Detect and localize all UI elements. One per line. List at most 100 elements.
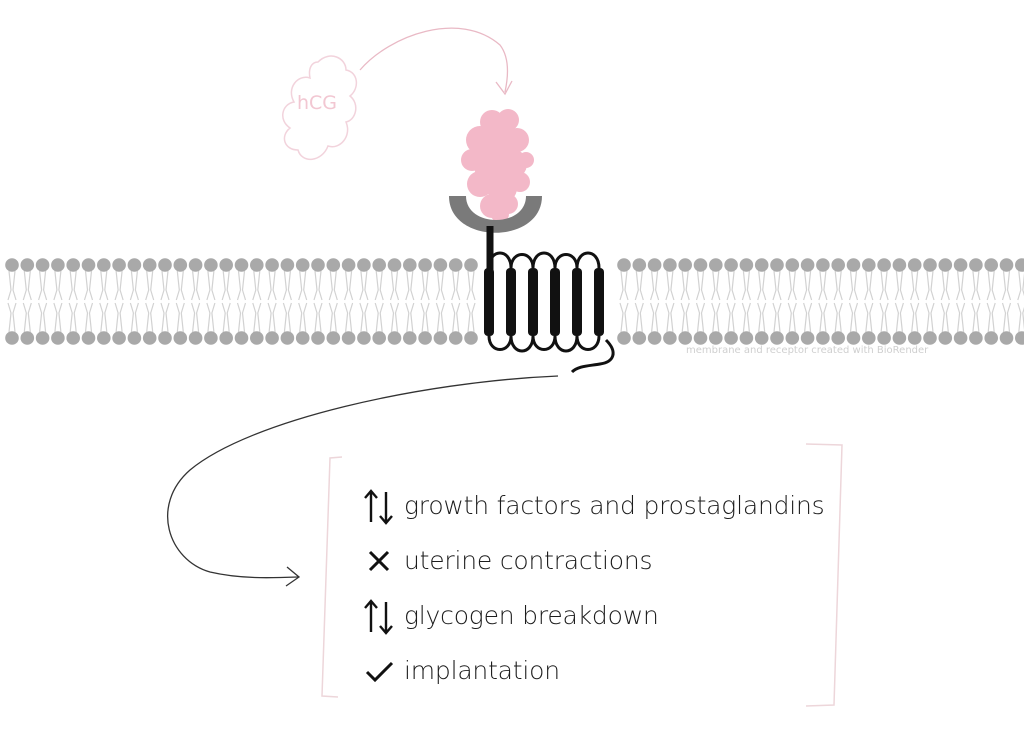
lipid-head [249,258,264,272]
lipid-head [739,331,754,345]
lipid-head [51,258,65,272]
lipid-head [5,258,19,272]
lipid-head [66,258,80,272]
lipid-head [678,331,692,345]
lipid-head [663,331,677,345]
lipid-tails [221,270,231,333]
lipid-head [938,331,953,345]
lipid-head [632,331,647,345]
lipid-head [188,258,203,272]
lipid-tails [864,270,874,333]
lipid-head [51,331,65,345]
lipid-tails [206,270,216,333]
lipid-head [693,258,708,272]
lipid-head [311,258,325,272]
lipid-tails [83,270,94,333]
lipid-tails [971,270,981,333]
transmembrane-helix [594,268,604,336]
lipid-head [770,258,784,272]
effect-row-implantation: implantation [362,643,832,698]
lipid-head [709,258,723,272]
lipid-tails [787,270,797,333]
lipid-tails [940,270,950,333]
intracellular-loop [487,335,513,351]
lipid-head [66,331,80,345]
extracellular-loop [553,253,579,269]
lipid-tails [405,270,415,333]
lipid-head [357,331,371,345]
lipid-head [816,258,830,272]
lipid-head [204,331,218,345]
lipid-head [724,258,738,272]
lipid-tails [267,270,277,333]
lipid-head [341,258,356,272]
lipid-tails [741,270,751,333]
lipid-head [785,331,800,345]
lipid-head [357,258,371,272]
lipid-tails [772,270,782,333]
lipid-head [785,258,800,272]
lipid-head [280,331,295,345]
lipid-head [877,258,891,272]
lipid-head [754,258,769,272]
effect-label: uterine contractions [404,546,653,575]
transmembrane-helices [484,251,604,353]
lipid-head [617,258,631,272]
lipid-head [295,258,310,272]
lipid-head [418,258,432,272]
intracellular-loop [509,335,535,353]
lipid-head [219,331,233,345]
lipid-tails [803,270,813,333]
lipid-head [265,331,279,345]
cross-icon [362,541,404,581]
lipid-tails [160,270,170,333]
lipid-head [188,331,203,345]
lipid-head [862,331,876,345]
lipid-tails [389,270,400,333]
lipid-head [280,258,295,272]
lipid-head [877,331,891,345]
lipid-head [372,258,387,272]
lipid-tails [1017,270,1024,333]
lipid-tails [191,270,201,333]
lipid-head [418,331,432,345]
lipid-tails [695,270,706,333]
membrane-heads [5,258,1024,345]
lipid-tails [68,270,78,333]
lipid-head [739,258,754,272]
lipid-tails [726,270,736,333]
lipid-head [97,258,111,272]
lipid-head [81,258,96,272]
lipid-head [907,331,922,345]
lipid-tails [282,270,292,333]
lipid-head [770,331,784,345]
lipid-tails [650,270,660,333]
lipid-head [158,331,172,345]
lipid-head [295,331,310,345]
lipid-head [403,331,417,345]
lipid-tails [986,270,996,333]
extracellular-loop [531,251,557,269]
transmembrane-helix [506,268,516,336]
transmembrane-helix [572,268,582,336]
lipid-tails [298,270,308,333]
lipid-tails [129,270,139,333]
lipid-head [311,331,325,345]
lipid-head [204,258,218,272]
lipid-head [663,258,677,272]
transmembrane-helix [484,268,494,336]
extracellular-loop [575,251,601,269]
lipid-head [234,258,249,272]
lipid-tails [7,270,17,333]
lipid-head [999,331,1014,345]
check-icon [362,651,404,691]
lipid-head [816,331,830,345]
lipid-head [20,331,35,345]
lipid-tails [99,270,109,333]
lipid-tails [114,270,124,333]
lipid-head [953,331,968,345]
receptor-cup [449,196,542,233]
lipid-head [158,258,172,272]
lipid-head [800,331,815,345]
